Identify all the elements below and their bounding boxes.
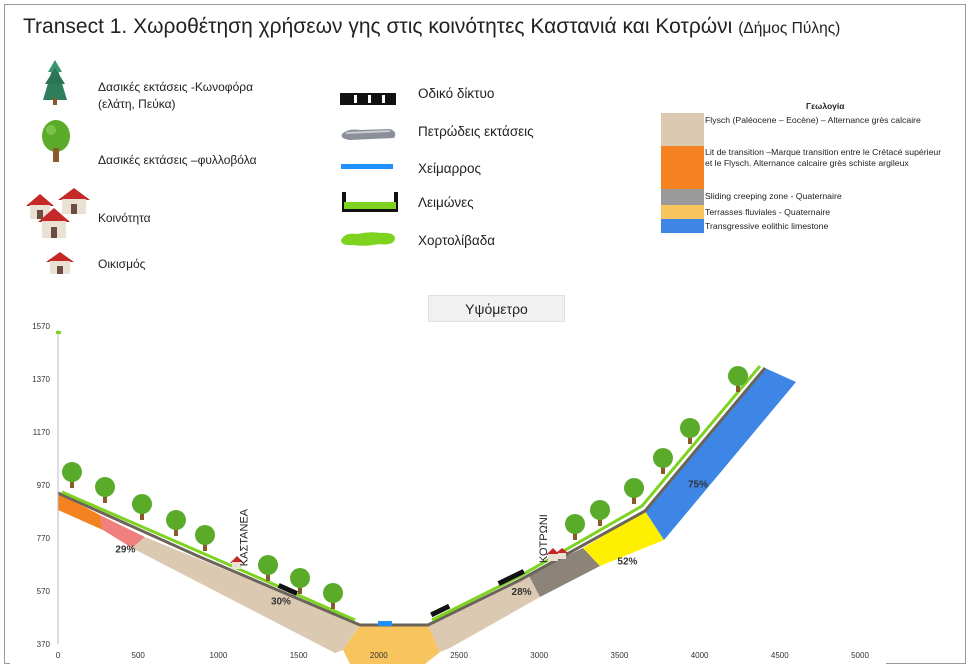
layer-terrace xyxy=(343,625,440,664)
geology-label-terrace: Terrasses fluviales - Quaternaire xyxy=(705,207,831,217)
chart-area xyxy=(10,286,886,664)
slope-percent-label: 75% xyxy=(688,480,708,491)
geology-swatch-transition xyxy=(661,146,704,189)
layer-pink xyxy=(100,515,145,548)
slope-percent-label: 29% xyxy=(115,545,135,556)
houses-cluster-icon xyxy=(26,188,90,238)
legend-grassland-label: Χορτολίβαδα xyxy=(418,233,496,248)
y-tick-label: 770 xyxy=(37,534,51,543)
settlement-kotroni-icon xyxy=(546,548,568,561)
layer-flysch-right xyxy=(428,574,540,652)
deciduous-tree-icon xyxy=(132,494,152,520)
y-tick-label: 370 xyxy=(37,640,51,649)
layer-limestone xyxy=(645,368,796,540)
x-tick-label: 3500 xyxy=(611,651,629,660)
x-tick-label: 4500 xyxy=(771,651,789,660)
deciduous-tree-icon xyxy=(290,568,310,594)
legend-stream-label: Χείμαρρος xyxy=(418,161,481,176)
legend-meadow-label: Λειμώνες xyxy=(418,195,474,210)
geology-swatch-terrace xyxy=(661,205,704,219)
y-tick-label: 1570 xyxy=(32,322,50,331)
deciduous-tree-icon xyxy=(95,477,115,503)
chart-title: Υψόμετρο xyxy=(428,295,565,322)
x-tick-label: 4000 xyxy=(691,651,709,660)
slope-percent-label: 52% xyxy=(617,557,637,568)
geology-label-limestone: Transgressive eolithic limestone xyxy=(705,221,829,231)
y-tick-label: 1370 xyxy=(32,375,50,384)
x-tick-label: 3000 xyxy=(530,651,548,660)
figure-title: Transect 1. Χωροθέτηση χρήσεων γης στις … xyxy=(23,15,840,39)
deciduous-tree-icon xyxy=(624,478,644,504)
x-tick-label: 1500 xyxy=(290,651,308,660)
deciduous-tree-icon xyxy=(680,418,700,444)
deciduous-tree-icon xyxy=(565,514,585,540)
geology-swatch-sliding xyxy=(661,189,704,205)
legend-road-label: Οδικό δίκτυο xyxy=(418,86,495,101)
layer-sliding-zone xyxy=(528,548,600,597)
layer-transition-orange xyxy=(58,493,103,530)
x-tick-label: 0 xyxy=(56,651,61,660)
legend-community-label: Κοινότητα xyxy=(98,211,151,225)
deciduous-tree-icon xyxy=(195,525,215,551)
layer-yellow xyxy=(583,511,664,566)
y-axis-ticks: 370 570 770 970 1170 1370 1570 xyxy=(32,322,50,649)
legend-settlement-label: Οικισμός xyxy=(98,257,146,271)
stream-marker xyxy=(378,621,392,626)
x-tick-label: 1000 xyxy=(210,651,228,660)
geology-swatch-limestone xyxy=(661,219,704,233)
top-meadow-marker xyxy=(56,331,61,334)
y-tick-label: 970 xyxy=(37,481,51,490)
geology-label-transition: Lit de transition –Marque transition ent… xyxy=(705,147,942,168)
place-label: ΚΟΤΡΩΝΙ xyxy=(538,514,550,563)
title-main: Transect 1. Χωροθέτηση χρήσεων γης στις … xyxy=(23,15,733,38)
deciduous-tree-icon xyxy=(728,366,748,392)
x-axis-ticks: 0 500 1000 1500 2000 2500 3000 3500 4000 4500 5000 xyxy=(56,651,870,660)
place-labels: ΚΑΣΤΑΝΕΑ ΚΟΤΡΩΝΙ xyxy=(238,508,550,566)
vegetation-strip-right xyxy=(431,365,762,622)
trees-layer xyxy=(62,366,748,609)
place-label: ΚΑΣΤΑΝΕΑ xyxy=(238,508,250,566)
legend-deciduous-label: Δασικές εκτάσεις –φυλλοβόλα xyxy=(98,153,257,167)
y-tick-label: 570 xyxy=(37,587,51,596)
conifer-tree-icon xyxy=(43,60,67,105)
legend-conifer-label-2: (ελάτη, Πεύκα) xyxy=(98,97,176,111)
geology-label-sliding: Sliding creeping zone - Quaternaire xyxy=(705,191,842,201)
deciduous-tree-icon xyxy=(166,510,186,536)
deciduous-tree-icon xyxy=(258,555,278,581)
title-sub: (Δήμος Πύλης) xyxy=(738,20,841,37)
settlement-kastanea-icon xyxy=(230,556,244,569)
legend-conifer-label-1: Δασικές εκτάσεις -Κωνοφόρα xyxy=(98,80,254,94)
slope-percent-label: 28% xyxy=(512,587,532,598)
deciduous-tree-icon xyxy=(653,448,673,474)
geology-swatch-flysch xyxy=(661,113,704,146)
deciduous-tree-icon xyxy=(62,462,82,488)
meadow-icon xyxy=(342,192,398,212)
road-network-icon xyxy=(340,93,396,105)
deciduous-tree-icon xyxy=(42,120,70,162)
legend-rocky-label: Πετρώδεις εκτάσεις xyxy=(418,124,534,139)
layer-flysch-left xyxy=(132,537,360,653)
rocky-area-icon xyxy=(341,129,396,140)
grassland-icon xyxy=(341,232,395,246)
deciduous-tree-icon xyxy=(590,500,610,526)
geology-legend-title: Γεωλογία xyxy=(806,101,845,111)
stream-icon xyxy=(341,164,393,169)
deciduous-tree-icon xyxy=(323,583,343,609)
y-tick-label: 1170 xyxy=(33,428,51,437)
x-tick-label: 2000 xyxy=(370,651,388,660)
vegetation-strip-left xyxy=(61,490,356,622)
x-tick-label: 500 xyxy=(132,651,146,660)
road-segments xyxy=(277,569,525,618)
terrain-surface-line xyxy=(57,367,767,627)
slope-percent-label: 30% xyxy=(271,596,291,607)
x-tick-label: 2500 xyxy=(450,651,468,660)
house-icon xyxy=(46,252,74,274)
percent-labels: 29% 30% 28% 52% 75% xyxy=(115,480,708,608)
x-tick-label: 5000 xyxy=(851,651,869,660)
geology-label-flysch: Flysch (Paléocene – Eocène) – Alternance… xyxy=(705,115,921,125)
